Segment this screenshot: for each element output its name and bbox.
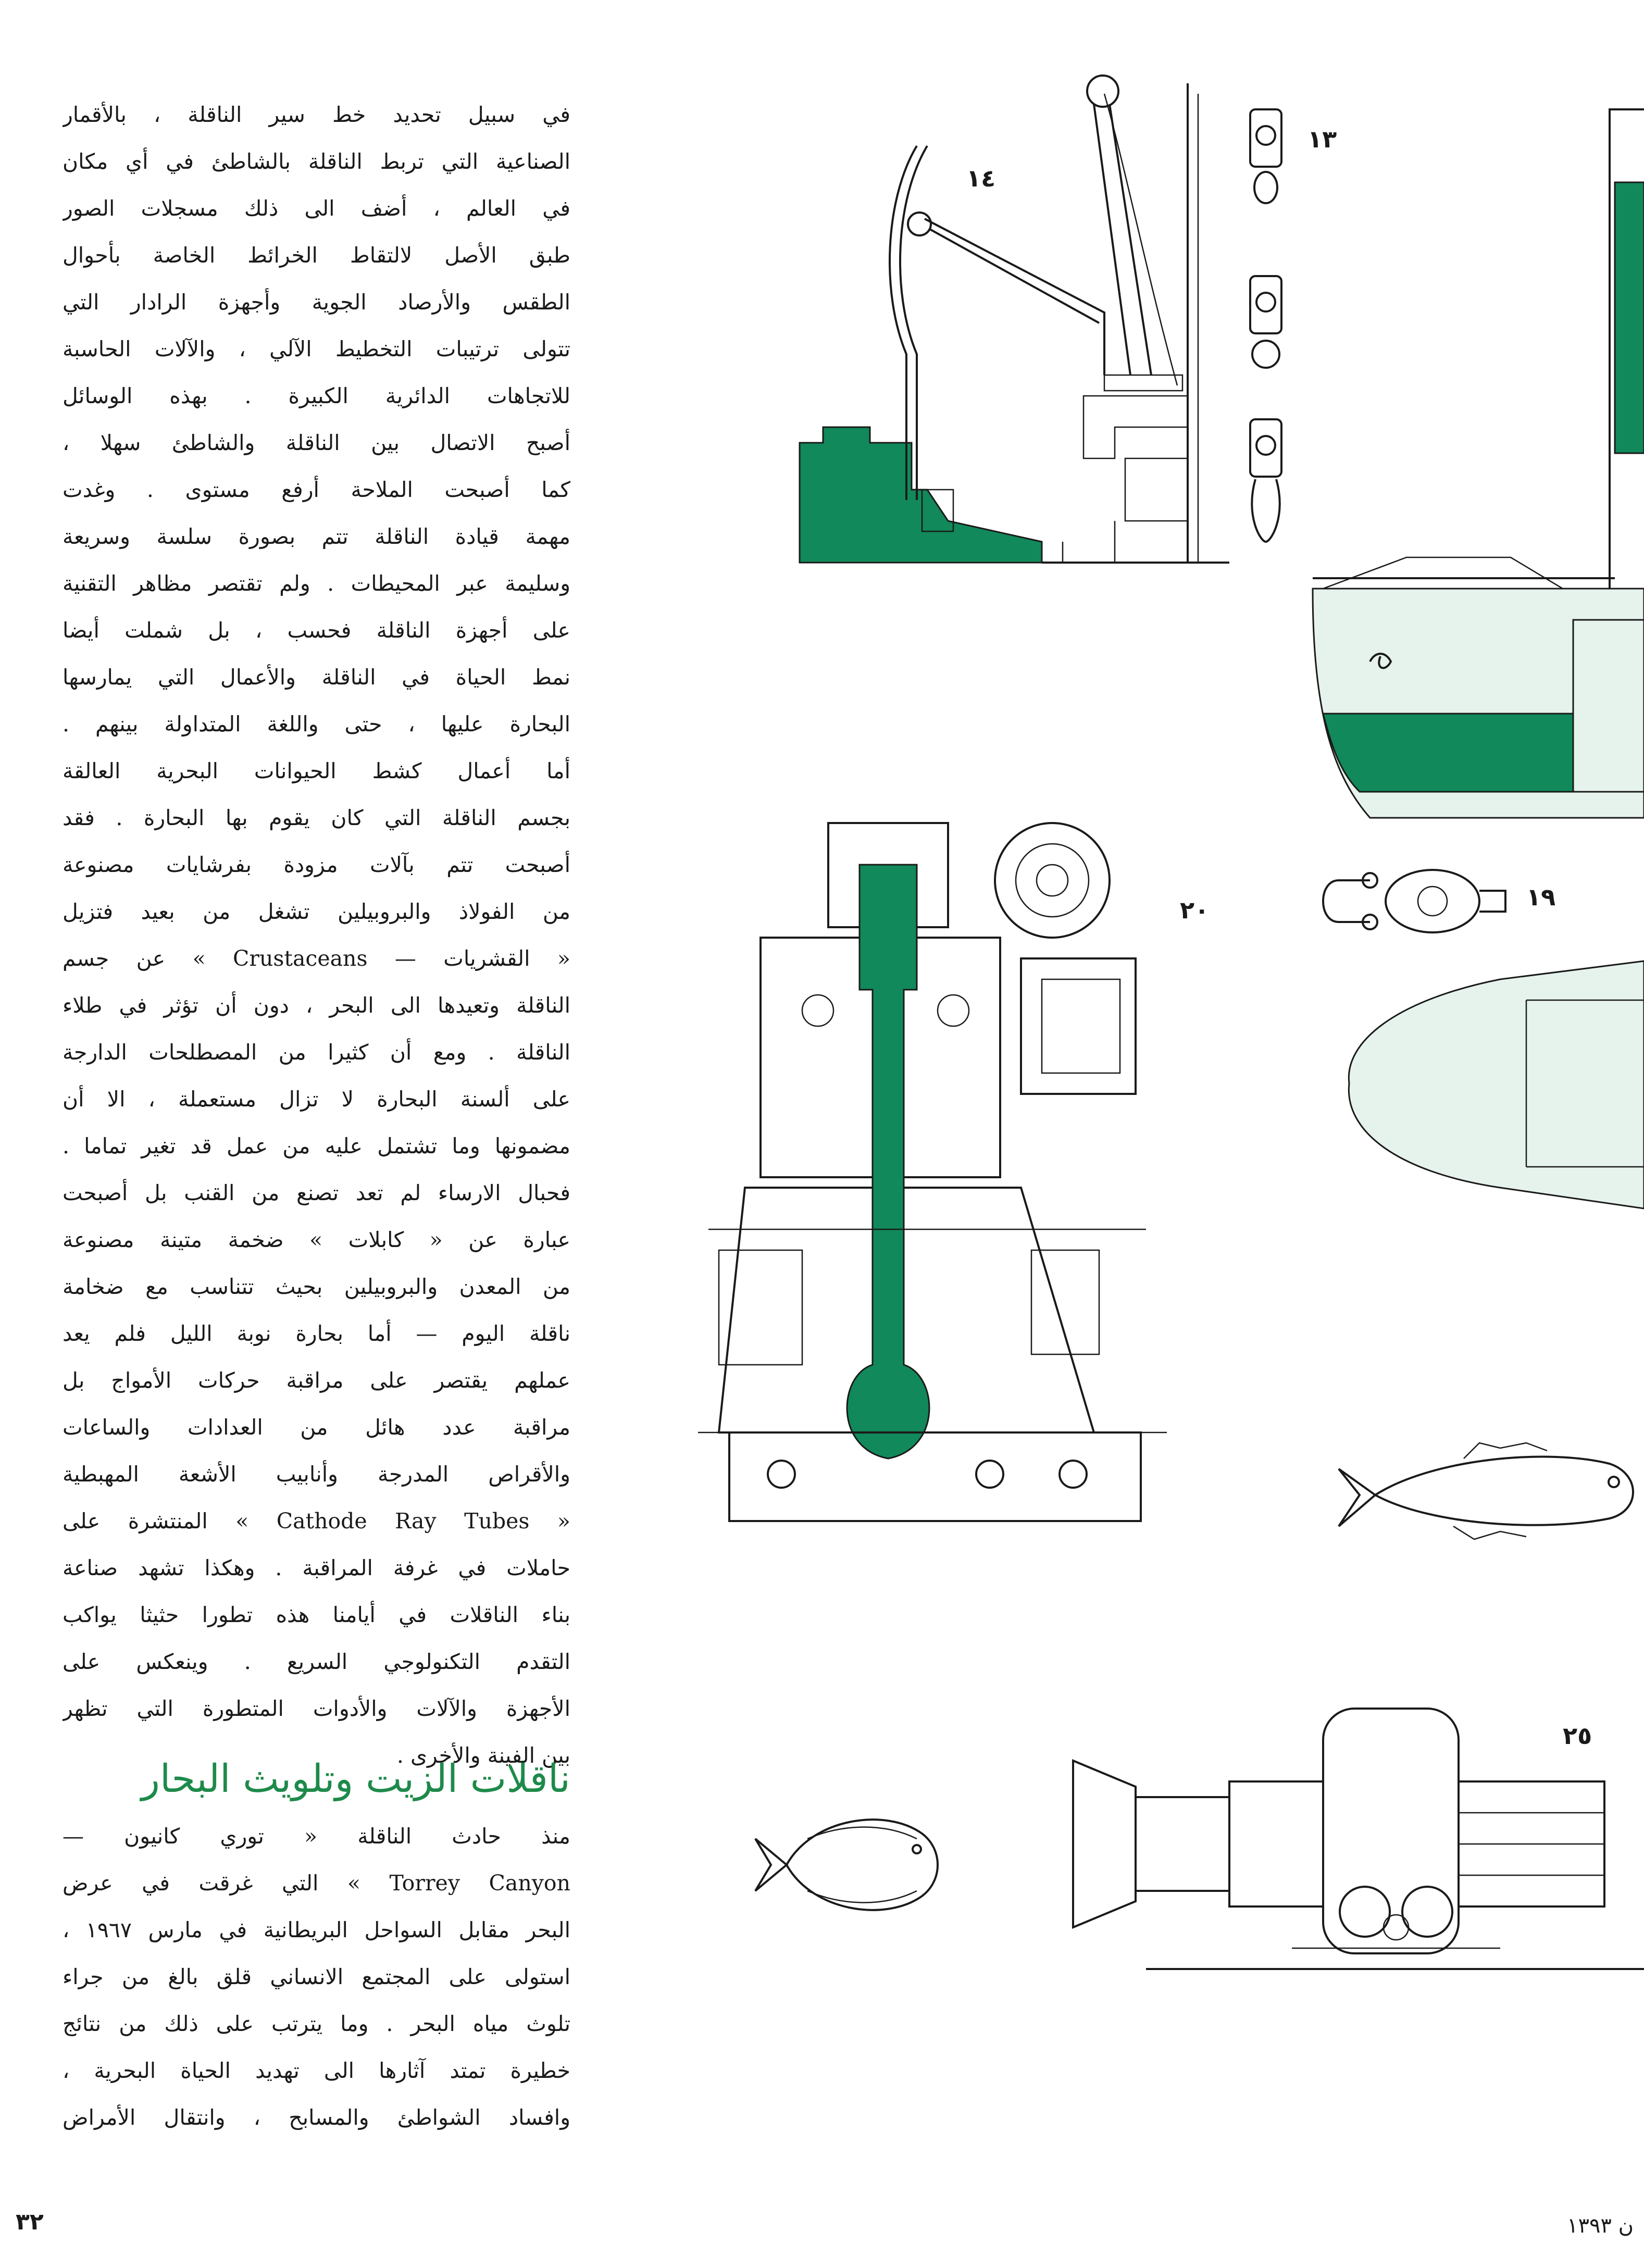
section-line: البحر مقابل السواحل البريطانية في مارس ١… <box>63 1917 570 1942</box>
crane-illustration <box>799 74 1229 564</box>
article-line: أصبحت تتم بآلات مزودة بفرشايات مصنوعة <box>63 852 570 877</box>
article-line: بناء الناقلات في أيامنا هذه تطورا حثيثا … <box>63 1602 570 1627</box>
article-line: الطقس والأرصاد الجوية وأجهزة الرادار الت… <box>63 290 570 315</box>
article-body: في سبيل تحديد خط سير الناقلة ، بالأقمار ا… <box>63 91 570 1779</box>
flatfish-illustration <box>754 1818 939 1911</box>
article-line: الصناعية التي تربط الناقلة بالشاطئ في أي… <box>63 149 570 174</box>
article-line: للاتجاهات الدائرية الكبيرة . بهذه الوسائ… <box>63 383 570 408</box>
article-line: التقدم التكنولوجي السريع . وينعكس على <box>63 1649 570 1674</box>
article-line: عملهم يقتصر على مراقبة حركات الأمواج بل <box>63 1368 570 1393</box>
engine-illustration <box>698 822 1167 1522</box>
article-line: الأجهزة والآلات والأدوات المتطورة التي ت… <box>63 1696 570 1721</box>
section-line: استولى على المجتمع الانساني قلق بالغ من … <box>63 1964 570 1989</box>
section-line: تلوث مياه البحر . وما يترتب على ذلك من ن… <box>63 2011 570 2036</box>
article-line: تتولى ترتيبات التخطيط الآلي ، والآلات ال… <box>63 337 570 362</box>
ship-illustration <box>1312 108 1644 819</box>
section-line: منذ حادث الناقلة « توري كانيون — <box>63 1824 570 1849</box>
section-line: وافساد الشواطئ والمسابح ، وانتقال الأمرا… <box>63 2105 570 2130</box>
section-line: Torrey Canyon » التي غرقت في عرض <box>63 1871 570 1896</box>
article-line: طبق الأصل لالتقاط الخرائط الخاصة بأحوال <box>63 243 570 268</box>
article-line: من المعدن والبروبيلين بحيث تتناسب مع ضخا… <box>63 1274 570 1299</box>
article-line: في العالم ، أضف الى ذلك مسجلات الصور <box>63 196 570 221</box>
article-line: من الفولاذ والبروبيلين تشغل من بعيد فتزي… <box>63 899 570 924</box>
article-line: حاملات في غرفة المراقبة . وهكذا تشهد صنا… <box>63 1555 570 1580</box>
article-line: والأقراص المدرجة وأنابيب الأشعة المهبطية <box>63 1462 570 1487</box>
label-crane: ١٤ <box>966 164 996 192</box>
section-line: خطيرة تمتد آثارها الى تهديد الحياة البحر… <box>63 2058 570 2083</box>
hull-plan-illustration <box>1348 960 1644 1210</box>
article-line: « Cathode Ray Tubes » المنتشرة على <box>63 1509 570 1534</box>
article-line: مضمونها وما تشتمل عليه من عمل قد تغير تم… <box>63 1133 570 1158</box>
shackles-illustration <box>1249 108 1282 543</box>
article-line: كما أصبحت الملاحة أرفع مستوى . وغدت <box>63 477 570 502</box>
section-heading: ناقلات الزيت وتلويث البحار <box>141 1756 570 1801</box>
article-line: أما أعمال كشط الحيوانات البحرية العالقة <box>63 758 570 783</box>
article-line: الناقلة . ومع أن كثيرا من المصطلحات الدا… <box>63 1040 570 1065</box>
fish-illustration <box>1338 1442 1634 1540</box>
article-line: الناقلة وتعيدها الى البحر ، دون أن تؤثر … <box>63 993 570 1018</box>
page-number: ٣٢ <box>16 2209 44 2235</box>
label-shackles: ١٣ <box>1307 125 1337 153</box>
article-line: نمط الحياة في الناقلة والأعمال التي يمار… <box>63 665 570 690</box>
article-line: « القشريات — Crustaceans » عن جسم <box>63 946 570 971</box>
section-body: منذ حادث الناقلة « توري كانيون — Torrey C… <box>63 1813 570 2141</box>
article-line: على أجهزة الناقلة فحسب ، بل شملت أيضا <box>63 618 570 643</box>
article-line: البحارة عليها ، حتى واللغة المتداولة بين… <box>63 712 570 737</box>
article-line: عبارة عن « كابلات » ضخمة متينة مصنوعة <box>63 1227 570 1252</box>
article-line: مهمة قيادة الناقلة تتم بصورة سلسة وسريعة <box>63 524 570 549</box>
article-line: فحبال الارساء لم تعد تصنع من القنب بل أص… <box>63 1180 570 1205</box>
page-date: ن ١٣٩٣ <box>1566 2214 1634 2238</box>
article-line: مراقبة عدد هائل من العدادات والساعات <box>63 1415 570 1440</box>
windlass-illustration <box>1072 1708 1644 1970</box>
article-line: أصبح الاتصال بين الناقلة والشاطئ سهلا ، <box>63 430 570 455</box>
article-line: بجسم الناقلة التي كان يقوم بها البحارة .… <box>63 805 570 830</box>
label-windlass: ٢٥ <box>1563 1722 1592 1750</box>
article-line: ناقلة اليوم — أما بحارة نوبة الليل فلم ي… <box>63 1321 570 1346</box>
article-line: وسليمة عبر المحيطات . ولم تقتصر مظاهر ال… <box>63 571 570 596</box>
label-engine: ٢٠ <box>1180 896 1210 924</box>
article-line: على ألسنة البحارة لا تزال مستعملة ، الا … <box>63 1087 570 1112</box>
article-line: بين الفينة والأخرى . <box>396 1743 570 1768</box>
article-line: في سبيل تحديد خط سير الناقلة ، بالأقمار <box>63 102 570 127</box>
block-illustration <box>1322 869 1506 933</box>
label-block: ١٩ <box>1526 883 1556 911</box>
